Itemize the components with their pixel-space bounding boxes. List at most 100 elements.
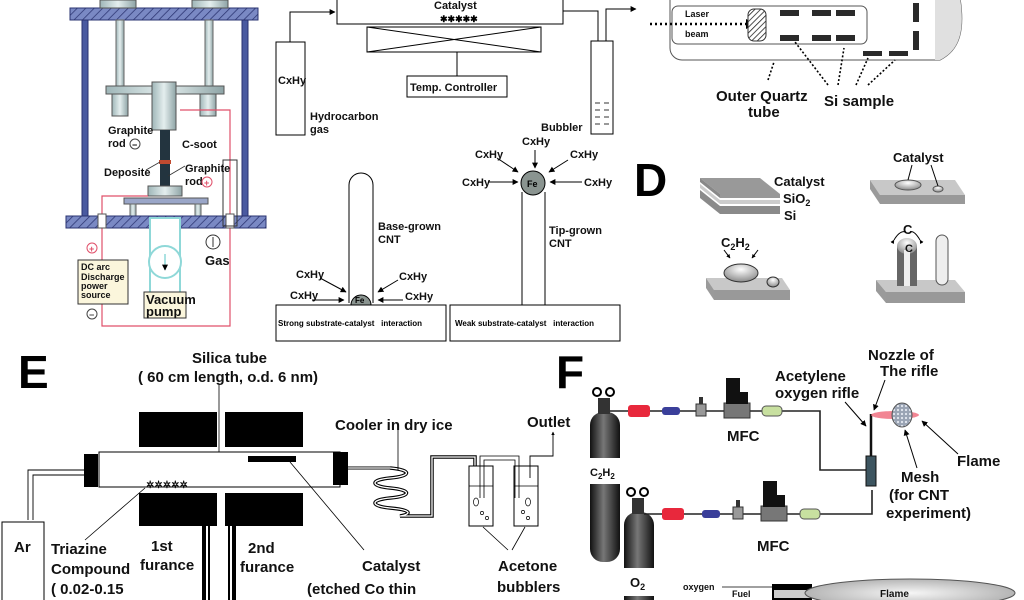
cnt-tube <box>935 234 949 286</box>
fe-label-tip: Fe <box>527 179 538 189</box>
silica-tube <box>98 451 341 488</box>
nozzle-label: Nozzle of <box>868 347 935 364</box>
graphite-rod-bottom <box>160 164 170 186</box>
power-source-label-1: DC arc <box>81 262 110 272</box>
furnace-2-label-2: furance <box>240 559 294 576</box>
mfc-1-label: MFC <box>727 428 760 445</box>
wire <box>101 109 231 327</box>
valve-icon <box>695 403 707 417</box>
c2h2-cylinder <box>590 412 620 562</box>
temp-controller-label: Temp. Controller <box>410 82 498 94</box>
panel-f-letter: F <box>556 346 584 398</box>
c2h2-line <box>610 410 866 471</box>
beam-label: beam <box>685 29 709 39</box>
cxhy-label: CxHy <box>475 149 504 161</box>
hydrocarbon-label: Hydrocarbon <box>310 111 379 123</box>
tip-grown-label-2: CNT <box>549 238 572 250</box>
cxhy-label: CxHy <box>522 136 551 148</box>
cxhy-label: CxHy <box>405 291 434 303</box>
panel-d-letter: D <box>634 154 667 206</box>
inset-flame <box>804 578 1016 600</box>
mfc-1 <box>723 402 751 419</box>
temp-controller-box <box>406 75 508 98</box>
vacuum-pump-box <box>143 291 187 319</box>
si-samples <box>780 3 919 56</box>
si-label: Si <box>784 208 796 223</box>
ar-label: Ar <box>14 539 31 556</box>
catalyst-particles: ✱✱✱✱✱ <box>440 14 478 24</box>
furnace-2-top <box>225 412 303 447</box>
graphite-rod-top-label-2: rod <box>108 138 126 150</box>
bubbler-label: Bubbler <box>541 122 583 134</box>
cxhy-cylinder-label: CxHy <box>278 75 307 87</box>
nozzle-label-2: The rifle <box>880 363 938 380</box>
mesh-label-2: (for CNT <box>889 487 949 504</box>
catalyst-strip <box>248 456 296 462</box>
deposite-label: Deposite <box>104 167 150 179</box>
catalyst-droplet <box>723 263 759 283</box>
graphite-rod-top <box>160 130 170 160</box>
target-icon <box>747 8 767 42</box>
graphite-rod-bottom-label-2: rod <box>185 176 203 188</box>
outlet-label: Outlet <box>527 414 570 431</box>
triazine-amount-label: ( 0.02-0.15 <box>51 581 124 598</box>
mesh-icon <box>891 402 913 428</box>
sio2-label: SiO2 <box>783 191 810 208</box>
furnace-1-label-2: furance <box>140 557 194 574</box>
fe-label-base: Fe <box>355 296 365 305</box>
plus-terminal-icon <box>86 242 98 254</box>
panel-arc-discharge: Vacuum pump Gas DC arc Discharge power s… <box>65 0 267 327</box>
power-source-label-4: source <box>81 290 111 300</box>
furnace-1-label: 1st <box>151 538 173 555</box>
carbon-label: C <box>903 222 913 237</box>
chamber-wall-right <box>241 19 249 217</box>
hydrocarbon-label-2: gas <box>310 124 329 136</box>
cxhy-label: CxHy <box>584 177 613 189</box>
power-source-label-3: power <box>81 281 108 291</box>
mesh-label: Mesh <box>901 469 939 486</box>
cxhy-label: CxHy <box>399 271 428 283</box>
minus-terminal-icon <box>86 308 98 320</box>
strong-substrate <box>275 304 447 342</box>
panel-laser-ablation: Laser beam Outer Quartz tube Si sample <box>650 0 963 121</box>
compound-label: Compound <box>51 561 130 578</box>
catalyst-label: Catalyst <box>434 0 477 12</box>
power-source-box <box>77 259 129 305</box>
catalyst-layer-label: Catalyst <box>774 174 825 189</box>
inset-flame-label: Flame <box>880 589 909 600</box>
reactor-tube <box>336 0 564 25</box>
silica-tube-spec: ( 60 cm length, o.d. 6 nm) <box>138 369 318 386</box>
acetone-label: Acetone <box>498 558 557 575</box>
cxhy-label: CxHy <box>570 149 599 161</box>
plus-sign-rod: + <box>204 178 209 188</box>
cxhy-label: CxHy <box>296 269 325 281</box>
fe-particle-tip <box>520 170 546 196</box>
laser-label: Laser <box>685 9 710 19</box>
graphite-rod-bottom-label: Graphite <box>185 163 230 175</box>
rifle-label-2: oxygen rifle <box>775 385 859 402</box>
si-sample-label: Si sample <box>824 93 894 110</box>
c2h2-label: C2H2 <box>721 235 750 252</box>
furnace-1-bottom <box>139 493 217 526</box>
vacuum-pump-label: Vacuum <box>146 292 196 307</box>
mesh-label-3: experiment) <box>886 505 971 522</box>
gas-label: Gas <box>205 253 230 268</box>
minus-sign: − <box>89 310 94 320</box>
catalyst-e-spec: (etched Co thin <box>307 581 416 598</box>
minus-sign-rod: − <box>132 140 137 150</box>
panel-f: F C2H2 O2 MFC MFC <box>556 346 1016 600</box>
carbon-label-inner: C <box>905 243 913 255</box>
outer-quartz-label: Outer Quartz <box>716 88 808 105</box>
tip-grown-label: Tip-grown <box>549 225 602 237</box>
inset-oxygen-label: oxygen <box>683 582 715 592</box>
fe-particle-base <box>350 294 372 306</box>
inset-fuel-label: Fuel <box>732 589 751 599</box>
catalyst-e-label: Catalyst <box>362 558 420 575</box>
furnace-2-bottom <box>225 493 303 526</box>
base-grown-label: Base-grown <box>378 221 441 233</box>
weak-substrate <box>449 304 621 342</box>
catalyst-top-label: Catalyst <box>893 150 944 165</box>
c2h2-cylinder-label: C2H2 <box>590 467 615 481</box>
strong-interaction-label: Strong substrate-catalyst interaction <box>278 319 422 328</box>
